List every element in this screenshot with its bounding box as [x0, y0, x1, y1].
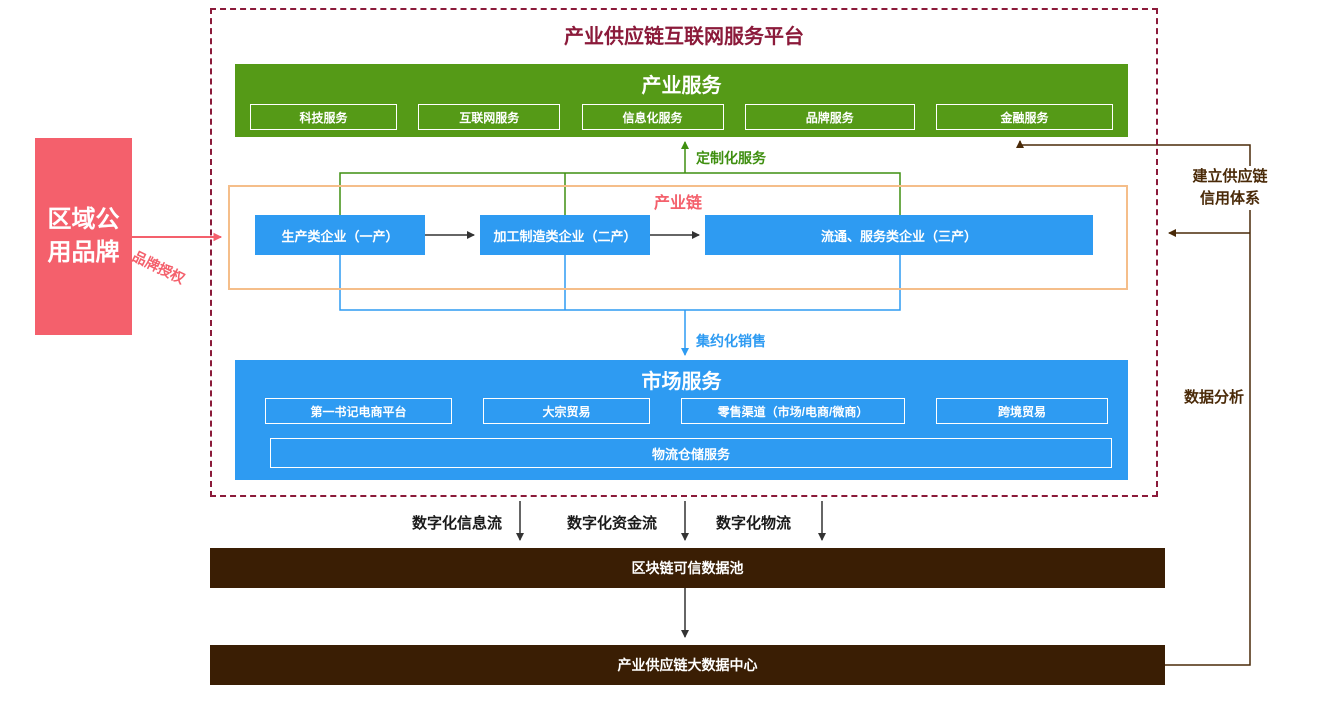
- diagram-title: 产业供应链互联网服务平台: [564, 26, 804, 48]
- service-item-finance: 金融服务: [936, 104, 1113, 130]
- industry-chain-title: 产业链: [653, 195, 702, 212]
- industry-services-title: 产业服务: [641, 75, 722, 97]
- chain-node-tertiary: 流通、服务类企业（三产）: [705, 215, 1093, 255]
- industry-chain-frame: 产业链: [228, 185, 1128, 290]
- industry-services-box: 产业服务 科技服务 互联网服务 信息化服务 品牌服务 金融服务: [235, 64, 1128, 137]
- service-item-internet: 互联网服务: [418, 104, 561, 130]
- market-services-title: 市场服务: [641, 371, 722, 393]
- regional-brand-label: 区域公用品牌: [47, 206, 120, 266]
- market-item-ecommerce-platform: 第一书记电商平台: [265, 398, 452, 424]
- credit-system-label: 建立供应链信用体系: [1190, 166, 1270, 210]
- blockchain-data-pool-bar: 区块链可信数据池: [210, 548, 1165, 588]
- market-services-row: 第一书记电商平台 大宗贸易 零售渠道（市场/电商/微商） 跨境贸易: [265, 398, 1108, 424]
- service-item-tech: 科技服务: [250, 104, 397, 130]
- bigdata-center-bar: 产业供应链大数据中心: [210, 645, 1165, 685]
- digital-logistics-flow-label: 数字化物流: [716, 515, 792, 532]
- digital-capital-flow-label: 数字化资金流: [567, 515, 658, 532]
- data-analysis-label: 数据分析: [1182, 386, 1247, 407]
- market-item-cross-border: 跨境贸易: [936, 398, 1108, 424]
- regional-brand-box: 区域公用品牌: [35, 138, 132, 335]
- chain-node-primary: 生产类企业（一产）: [255, 215, 425, 255]
- market-services-box: 市场服务 第一书记电商平台 大宗贸易 零售渠道（市场/电商/微商） 跨境贸易 物…: [235, 360, 1128, 480]
- brand-authorization-label: 品牌授权: [130, 247, 188, 287]
- market-item-bulk-trade: 大宗贸易: [483, 398, 650, 424]
- industry-services-row: 科技服务 互联网服务 信息化服务 品牌服务 金融服务: [250, 104, 1113, 130]
- market-item-retail-channels: 零售渠道（市场/电商/微商）: [681, 398, 905, 424]
- digital-info-flow-label: 数字化信息流: [412, 515, 503, 532]
- platform-frame: [210, 8, 1158, 497]
- intensive-sales-label: 集约化销售: [696, 333, 766, 349]
- logistics-warehouse-box: 物流仓储服务: [270, 438, 1112, 468]
- chain-node-secondary: 加工制造类企业（二产）: [480, 215, 650, 255]
- service-item-informatization: 信息化服务: [581, 104, 724, 130]
- customized-service-label: 定制化服务: [696, 150, 766, 166]
- service-item-brand: 品牌服务: [744, 104, 915, 130]
